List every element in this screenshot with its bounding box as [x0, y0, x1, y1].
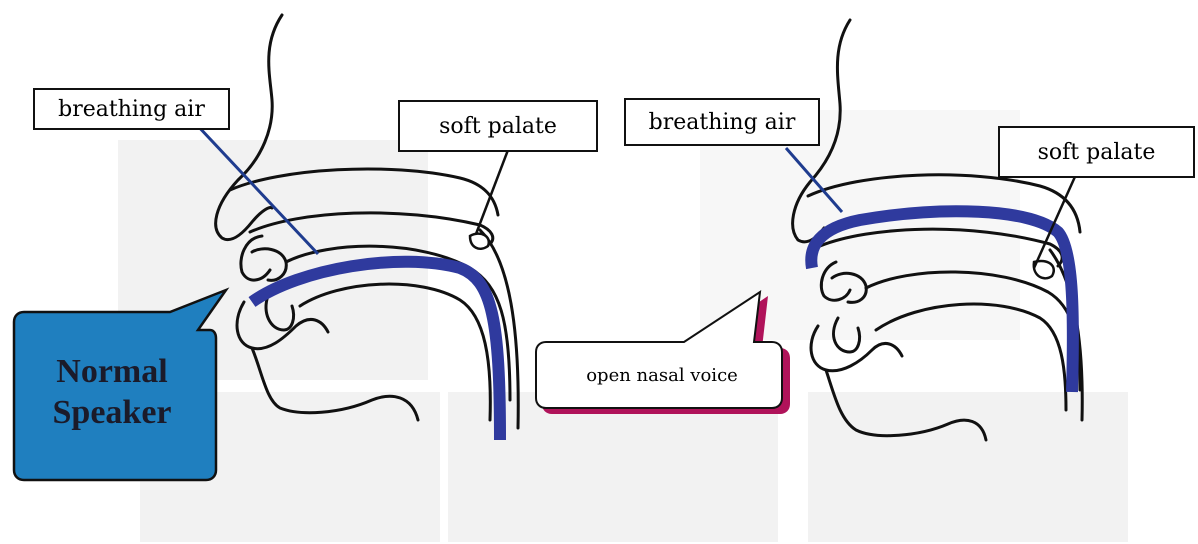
left-breathing-air-label: breathing air: [33, 88, 230, 130]
left-soft-palate-label: soft palate: [398, 100, 598, 152]
right-soft-palate-label: soft palate: [998, 126, 1195, 178]
left-soft-palate-pointer: [476, 150, 508, 234]
left-head-outline: [216, 15, 519, 428]
left-soft-palate: [470, 234, 489, 249]
normal-speaker-line2: Speaker: [53, 393, 172, 434]
left-airflow-path: [252, 262, 500, 440]
normal-speaker-line1: Normal: [56, 352, 167, 393]
normal-speaker-callout-text: Normal Speaker: [16, 318, 208, 468]
left-breathing-air-pointer: [196, 124, 318, 254]
right-breathing-air-pointer: [786, 148, 842, 212]
open-nasal-voice-callout-text: open nasal voice: [542, 345, 782, 405]
right-breathing-air-label: breathing air: [624, 98, 820, 146]
